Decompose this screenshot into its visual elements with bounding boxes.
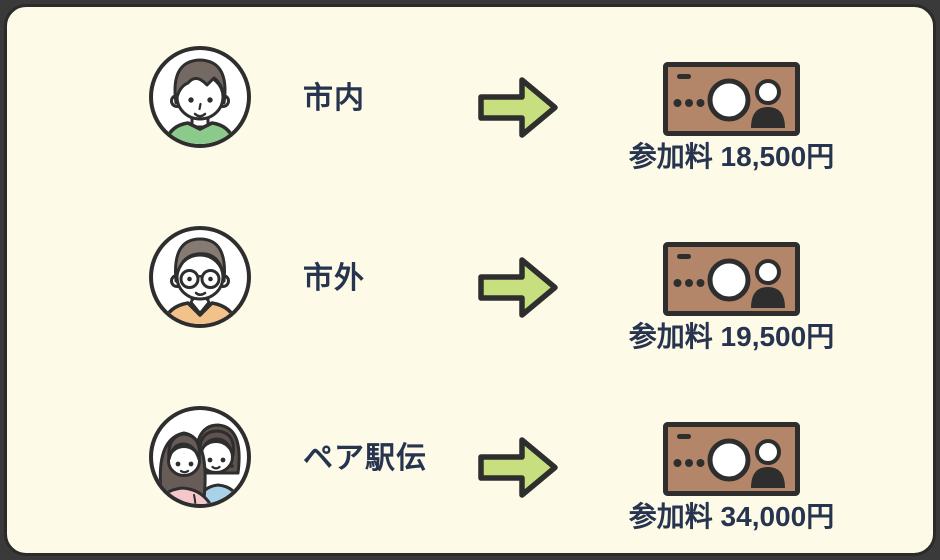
avatar-two-women-icon xyxy=(148,405,252,509)
fee-row-shigai: 市外 参加料 19,500円 xyxy=(0,225,940,365)
fee-block: 参加料 19,500円 xyxy=(595,242,868,352)
category-label: 市外 xyxy=(303,262,365,295)
banknote-icon xyxy=(663,422,800,496)
banknote-icon xyxy=(663,62,800,136)
banknote-icon xyxy=(663,242,800,316)
arrow-right-icon xyxy=(478,76,558,139)
avatar-young-man-icon xyxy=(148,45,252,149)
fee-row-shinai: 市内 参加料 18,500円 xyxy=(0,45,940,185)
fee-label: 参加料 18,500円 xyxy=(628,141,835,172)
fee-label: 参加料 19,500円 xyxy=(628,321,835,352)
fee-block: 参加料 34,000円 xyxy=(595,422,868,532)
fee-block: 参加料 18,500円 xyxy=(595,62,868,172)
fee-label: 参加料 34,000円 xyxy=(628,501,835,532)
category-label: 市内 xyxy=(303,82,365,115)
category-label: ペア駅伝 xyxy=(303,442,427,475)
avatar-man-glasses-icon xyxy=(148,225,252,329)
arrow-right-icon xyxy=(478,436,558,499)
fee-row-pair-ekiden: ペア駅伝 参加料 34,000円 xyxy=(0,405,940,545)
arrow-right-icon xyxy=(478,256,558,319)
